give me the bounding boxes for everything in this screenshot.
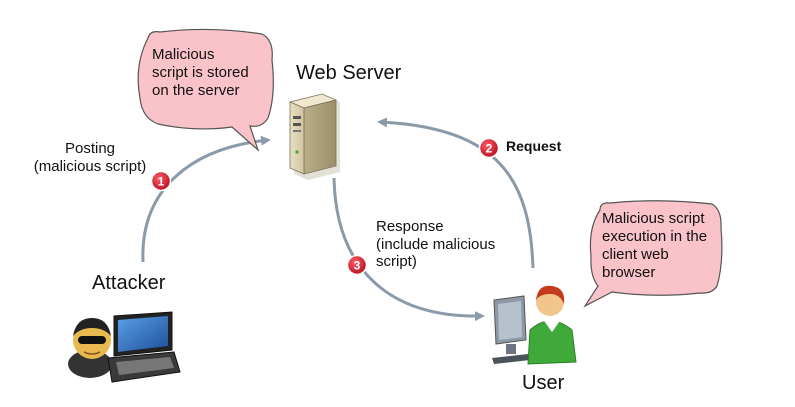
svg-text:2: 2	[486, 142, 493, 156]
step-badge-3: 3	[346, 254, 368, 276]
response-arrow	[332, 177, 485, 322]
svg-text:1: 1	[158, 175, 165, 189]
client-callout-bubble	[583, 200, 723, 308]
step-badge-2: 2	[478, 137, 500, 159]
hacker-laptop-icon	[68, 311, 181, 383]
server-callout-bubble	[137, 28, 274, 152]
svg-text:3: 3	[354, 259, 361, 273]
step-2-label: Request	[506, 138, 562, 154]
server-tower-icon	[288, 93, 340, 180]
client-callout-text: Malicious script execution in the client…	[602, 210, 708, 281]
request-arrow	[377, 117, 535, 269]
user-label: User	[522, 372, 565, 394]
step-1-label: Posting (malicious script)	[33, 140, 147, 175]
user-computer-icon	[492, 285, 577, 365]
server-callout-text: Malicious script is stored on the server	[152, 46, 249, 99]
step-badge-1: 1	[150, 170, 172, 192]
posting-arrow	[141, 135, 271, 263]
attacker-label: Attacker	[92, 272, 166, 294]
web-server-label: Web Server	[296, 62, 402, 84]
step-3-label: Response (include malicious script)	[376, 218, 496, 271]
